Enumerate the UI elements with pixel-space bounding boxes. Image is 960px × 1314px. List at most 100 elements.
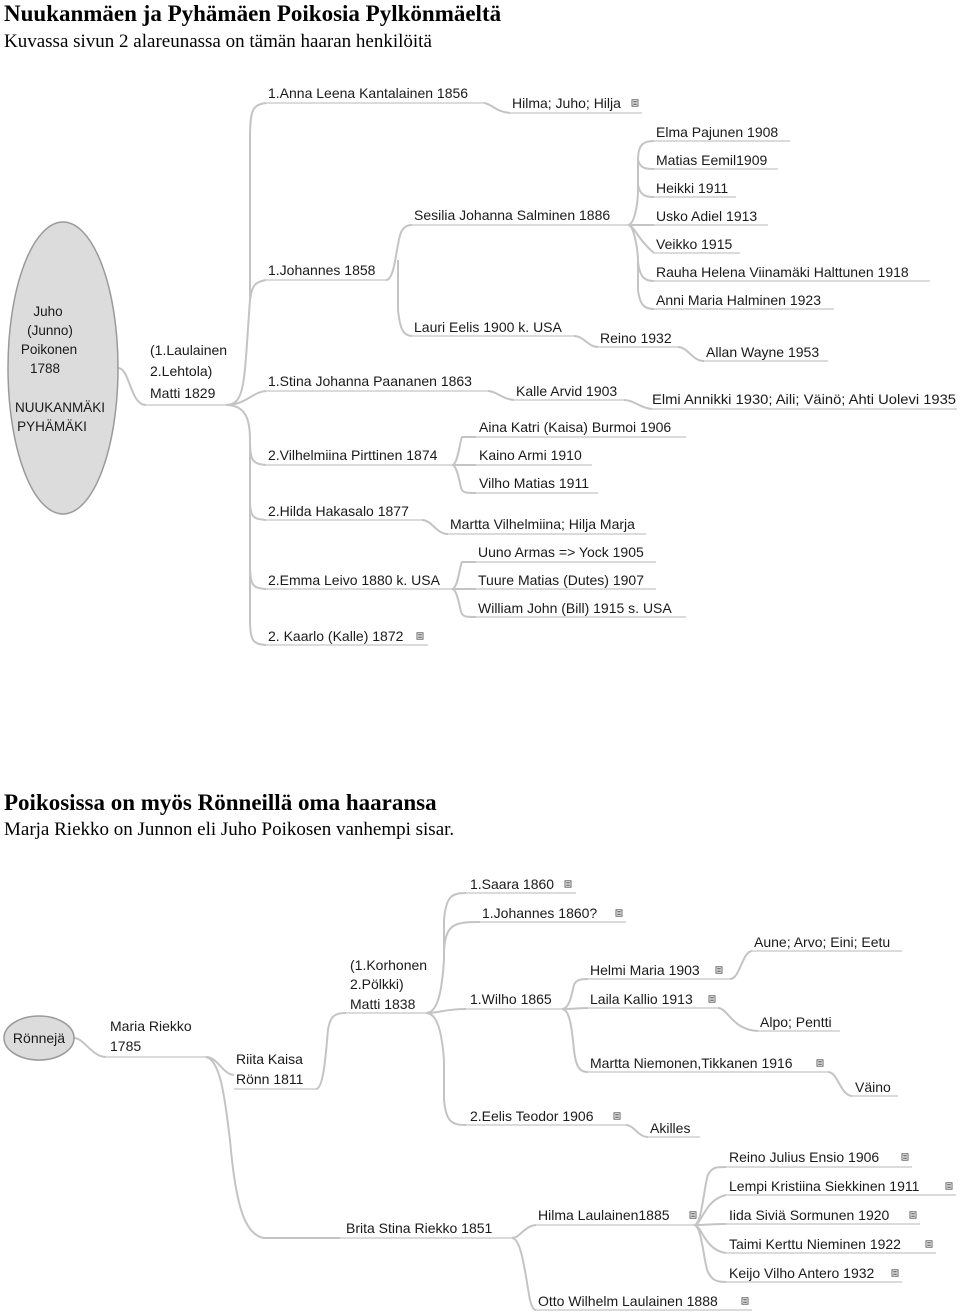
note-icon: [741, 1297, 749, 1305]
root-node: Juho (Junno) Poikonen 1788 NUUKANMÄKI PY…: [7, 221, 119, 515]
node-hilda-children: Martta Vilhelmiina; Hilja Marja: [448, 516, 646, 535]
family-tree-ronn: Rönnejä Maria Riekko 1785 Riita Kaisa Rö…: [3, 876, 956, 1311]
node-line: Maria Riekko: [110, 1018, 192, 1034]
node-line: Matti 1838: [350, 996, 416, 1012]
section2-title: Poikosissa on myös Rönneillä oma haarans…: [4, 790, 437, 815]
node-aune: Aune; Arvo; Eini; Eetu: [752, 934, 902, 952]
node-label: Akilles: [650, 1120, 690, 1136]
node-label: 2.Vilhelmiina Pirttinen 1874: [268, 447, 438, 463]
node-label: Sesilia Johanna Salminen 1886: [414, 207, 610, 223]
node-kaarlo: 2. Kaarlo (Kalle) 1872: [266, 628, 428, 646]
section1-title: Nuukanmäen ja Pyhämäen Poikosia Pylkönmä…: [4, 1, 502, 26]
node-line: 1785: [110, 1038, 141, 1054]
node-saara: 1.Saara 1860: [466, 876, 576, 894]
node-laila: Laila Kallio 1913: [588, 991, 718, 1009]
section2-subtitle: Marja Riekko on Junnon eli Juho Poikosen…: [4, 819, 455, 840]
node-hilda: 2.Hilda Hakasalo 1877: [266, 503, 422, 521]
node-otto: Otto Wilhelm Laulainen 1888: [536, 1293, 752, 1311]
note-icon: [615, 909, 623, 917]
root-line: Juho: [33, 304, 62, 319]
node-label: Hilma; Juho; Hilja: [512, 95, 621, 111]
node-sesilia: Sesilia Johanna Salminen 1886: [412, 207, 628, 226]
node-matti-1838: (1.Korhonen 2.Pölkki) Matti 1838: [346, 957, 427, 1014]
node-helmi: Helmi Maria 1903: [588, 962, 730, 980]
node-label: Elmi Annikki 1930; Aili; Väinö; Ahti Uol…: [652, 391, 956, 407]
node-line: (1.Korhonen: [350, 957, 427, 973]
note-icon: [816, 1059, 824, 1067]
node-line: (1.Laulainen: [150, 342, 227, 358]
root-ellipse: [7, 221, 119, 515]
node-allan: Allan Wayne 1953: [704, 344, 828, 362]
note-icon: [945, 1182, 953, 1190]
child-label: Lempi Kristiina Siekkinen 1911: [729, 1178, 920, 1194]
child-label: Elma Pajunen 1908: [656, 124, 778, 140]
child-label: Keijo Vilho Antero 1932: [729, 1265, 875, 1281]
child-label: Reino Julius Ensio 1906: [729, 1149, 879, 1165]
section1-subtitle: Kuvassa sivun 2 alareunassa on tämän haa…: [4, 31, 432, 52]
node-label: 2.Eelis Teodor 1906: [470, 1108, 594, 1124]
note-icon: [715, 966, 723, 974]
node-maria-riekko: Maria Riekko 1785: [106, 1018, 206, 1058]
node-label: Martta Vilhelmiina; Hilja Marja: [450, 516, 635, 532]
node-label: 1.Stina Johanna Paananen 1863: [268, 373, 472, 389]
node-label: 1.Wilho 1865: [470, 991, 552, 1007]
node-label: Helmi Maria 1903: [590, 962, 700, 978]
note-icon: [631, 99, 639, 107]
root-line: Poikonen: [21, 342, 77, 357]
node-lauri: Lauri Eelis 1900 k. USA: [412, 319, 574, 337]
node-label: 1.Johannes 1860?: [482, 905, 597, 921]
node-riita-kaisa: Riita Kaisa Rönn 1811: [234, 1051, 316, 1090]
root-line: PYHÄMÄKI: [17, 419, 87, 434]
node-emma: 2.Emma Leivo 1880 k. USA: [266, 572, 452, 590]
node-line: 2.Pölkki): [350, 976, 404, 992]
note-icon: [613, 1112, 621, 1120]
node-label: 2.Hilda Hakasalo 1877: [268, 503, 409, 519]
node-anna: 1.Anna Leena Kantalainen 1856: [266, 85, 484, 104]
node-reino-1932: Reino 1932: [598, 330, 678, 348]
note-icon: [564, 880, 572, 888]
child-label: Veikko 1915: [656, 236, 732, 252]
note-icon: [909, 1211, 917, 1219]
node-line: Matti 1829: [150, 385, 216, 401]
child-label: Tuure Matias (Dutes) 1907: [478, 572, 644, 588]
child-label: Anni Maria Halminen 1923: [656, 292, 821, 308]
root-line: (Junno): [27, 323, 73, 338]
node-label: Reino 1932: [600, 330, 672, 346]
note-icon: [901, 1153, 909, 1161]
note-icon: [891, 1269, 899, 1277]
node-label: Aune; Arvo; Eini; Eetu: [754, 934, 890, 950]
root-line: NUUKANMÄKI: [15, 400, 105, 415]
note-icon: [689, 1211, 697, 1219]
node-vilhelmiina: 2.Vilhelmiina Pirttinen 1874: [266, 447, 452, 466]
node-vaino: Väino: [852, 1079, 898, 1097]
root-line: 1788: [30, 361, 60, 376]
node-label: 2.Emma Leivo 1880 k. USA: [268, 572, 441, 588]
child-label: Usko Adiel 1913: [656, 208, 757, 224]
note-icon: [416, 632, 424, 640]
child-label: Taimi Kerttu Nieminen 1922: [729, 1236, 901, 1252]
hilma-children: Reino Julius Ensio 1906 Lempi Kristiina …: [726, 1149, 956, 1283]
child-label: Kaino Armi 1910: [479, 447, 582, 463]
child-label: Vilho Matias 1911: [479, 475, 589, 491]
node-label: 1.Anna Leena Kantalainen 1856: [268, 85, 468, 101]
node-label: Alpo; Pentti: [760, 1014, 832, 1030]
child-label: Aina Katri (Kaisa) Burmoi 1906: [479, 419, 671, 435]
node-matti-1829: (1.Laulainen 2.Lehtola) Matti 1829: [146, 342, 227, 406]
node-johannes-1860: 1.Johannes 1860?: [480, 905, 626, 923]
child-label: Matias Eemil1909: [656, 152, 767, 168]
root-node-ronneja: Rönnejä: [3, 1015, 75, 1061]
node-martta: Martta Niemonen,Tikkanen 1916: [588, 1055, 828, 1073]
node-johannes-1858: 1.Johannes 1858: [266, 262, 386, 281]
child-label: William John (Bill) 1915 s. USA: [478, 600, 672, 616]
root-label: Rönnejä: [13, 1030, 65, 1046]
sesilia-children: Elma Pajunen 1908 Matias Eemil1909 Heikk…: [654, 124, 930, 310]
node-label: Laila Kallio 1913: [590, 991, 693, 1007]
node-label: Martta Niemonen,Tikkanen 1916: [590, 1055, 793, 1071]
child-label: Heikki 1911: [656, 180, 728, 196]
node-label: 1.Saara 1860: [470, 876, 554, 892]
node-wilho: 1.Wilho 1865: [466, 991, 562, 1010]
note-icon: [708, 995, 716, 1003]
child-label: Iida Siviä Sormunen 1920: [729, 1207, 890, 1223]
emma-children: Uuno Armas => Yock 1905 Tuure Matias (Du…: [476, 544, 686, 618]
node-label: Väino: [855, 1079, 891, 1095]
